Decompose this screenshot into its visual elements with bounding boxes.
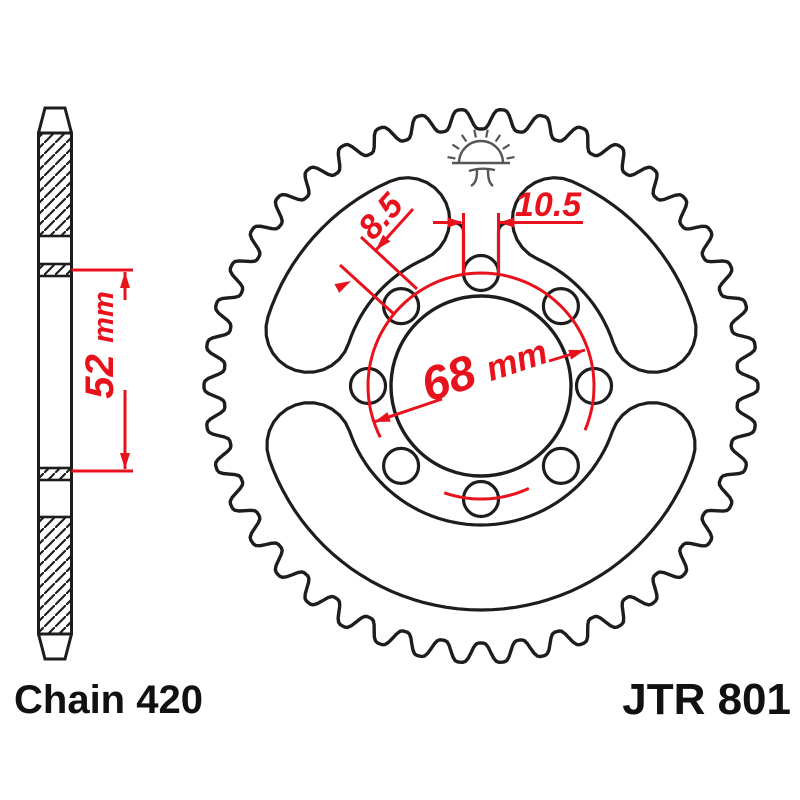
- jt-sunrise-logo-icon: [447, 129, 515, 188]
- part-number-label: JTR 801: [622, 675, 791, 724]
- dim-slot-width-text: 10.5: [515, 186, 582, 224]
- dimension-annotations: [71, 207, 596, 501]
- sprocket-side-section-view: [37, 106, 73, 661]
- dim-bolt-hole-diameter-text: 8.5: [351, 186, 412, 247]
- chain-size-label: Chain 420: [14, 678, 203, 722]
- dim-side-span-text: 52 mm: [78, 291, 122, 399]
- dim-bolt-circle-text: 68 mm: [415, 322, 553, 413]
